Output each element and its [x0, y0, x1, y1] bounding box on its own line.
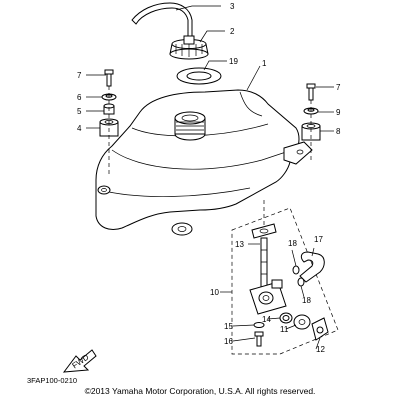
right-mount-bolt [306, 83, 316, 101]
callout-18-lower: 18 [302, 296, 311, 305]
lever-plate [293, 314, 311, 330]
callout-3: 3 [230, 2, 235, 11]
diagram-code: 3FAP100-0210 [27, 376, 78, 385]
right-damper [301, 122, 321, 141]
callout-19: 19 [229, 57, 238, 66]
callout-4: 4 [77, 124, 82, 133]
left-mount-bolt [104, 69, 114, 87]
hose-clip-upper [292, 265, 300, 275]
copyright-notice: ©2013 Yamaha Motor Corporation, U.S.A. A… [84, 386, 316, 396]
callout-5: 5 [77, 107, 82, 116]
callout-17: 17 [314, 235, 323, 244]
hose-clip-lower [297, 277, 305, 287]
leader-lines [86, 5, 334, 350]
fuel-cap [169, 35, 209, 60]
callout-16: 16 [224, 337, 233, 346]
callout-18-upper: 18 [288, 239, 297, 248]
callout-2: 2 [230, 27, 235, 36]
screw-16 [254, 331, 264, 347]
callout-9: 9 [336, 108, 341, 117]
callout-14: 14 [262, 315, 271, 324]
callout-labels: 3 2 19 1 7 6 5 4 7 9 8 13 18 17 18 10 14… [77, 2, 341, 354]
callout-10: 10 [210, 288, 219, 297]
callout-12: 12 [316, 345, 325, 354]
cap-gasket [176, 67, 222, 85]
strainer-pipe [260, 237, 268, 289]
fuel-hose [299, 251, 325, 283]
fwd-arrow-icon: FWD [62, 349, 97, 373]
fuel-tank [95, 89, 313, 236]
o-ring [279, 312, 293, 324]
callout-8: 8 [336, 127, 341, 136]
fuel-cock-body [249, 279, 287, 315]
callout-11: 11 [280, 325, 289, 334]
fuel-cock-frame [231, 207, 339, 355]
callout-1: 1 [262, 59, 267, 68]
callout-15: 15 [224, 322, 233, 331]
callout-7-left: 7 [77, 71, 82, 80]
fuel-cock-gasket [251, 223, 277, 239]
callout-6: 6 [77, 93, 82, 102]
callout-7-right: 7 [336, 83, 341, 92]
callout-13: 13 [235, 240, 244, 249]
lever-knob [311, 317, 329, 341]
